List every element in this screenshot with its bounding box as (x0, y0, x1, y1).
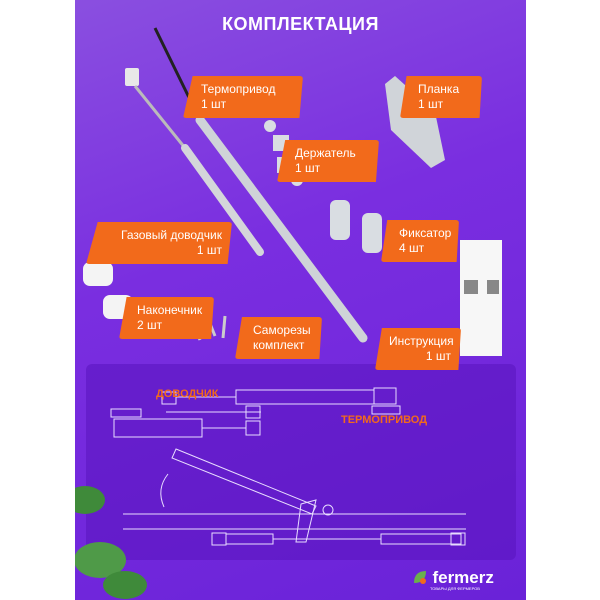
page-title: КОМПЛЕКТАЦИЯ (222, 14, 379, 34)
gas-closer-image (125, 68, 264, 256)
brand-logo: fermerz ТОВАРЫ ДЛЯ ФЕРМЕРОВ (412, 568, 494, 591)
diagram-drawing (110, 387, 466, 546)
diagram-label-actuator: ТЕРМОПРИВОД (341, 414, 428, 426)
latch-image (330, 200, 382, 253)
leaf-logo-icon (414, 571, 426, 584)
thermo-actuator-image (153, 27, 368, 343)
installation-diagram: ДОВОДЧИК ТЕРМОПРИВОД (86, 364, 516, 560)
plate-image (385, 76, 445, 168)
leaves-decoration (75, 486, 147, 599)
instruction-image (460, 240, 502, 356)
diagram-label-closer: ДОВОДЧИК (156, 388, 219, 400)
